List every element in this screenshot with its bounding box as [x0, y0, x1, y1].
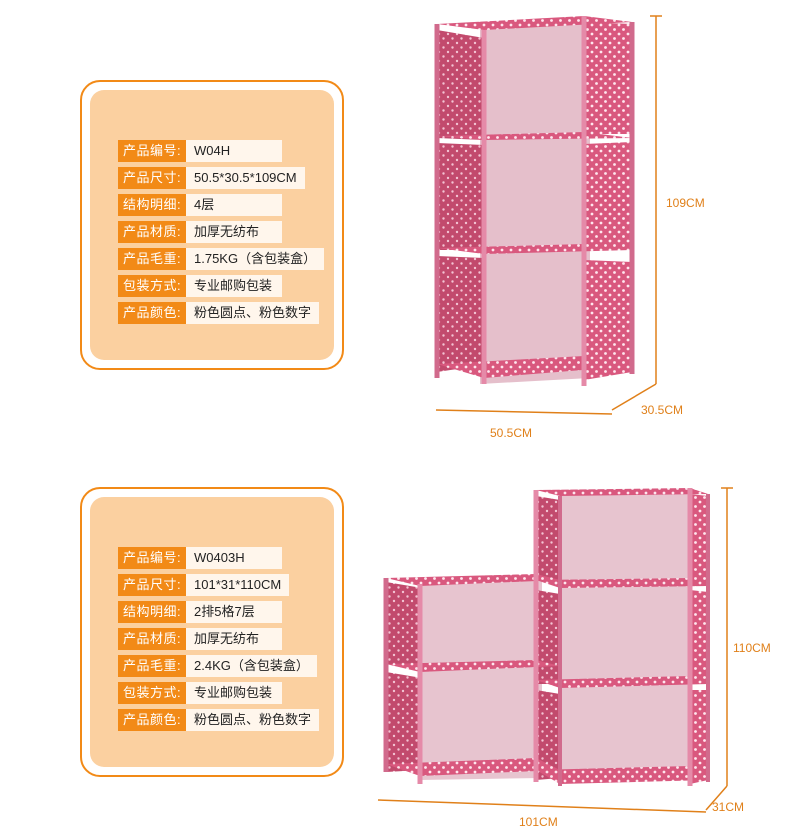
spec-row-structure: 结构明细: 2排5格7层 [118, 601, 319, 623]
spec-row-size: 产品尺寸: 50.5*30.5*109CM [118, 167, 324, 189]
shelf-illustration-w0403h [383, 488, 710, 786]
spec-row-structure: 结构明细: 4层 [118, 194, 324, 216]
spec-row-packaging: 包装方式: 专业邮购包装 [118, 682, 319, 704]
spec-label: 产品毛重: [118, 655, 186, 677]
spec-row-size: 产品尺寸: 101*31*110CM [118, 574, 319, 596]
dim-width-label: 50.5CM [490, 426, 533, 440]
spec-row-color: 产品颜色: 粉色圆点、粉色数字 [118, 709, 320, 731]
dim-height-label: 109CM [666, 196, 705, 210]
spec-row-material: 产品材质: 加厚无纺布 [118, 628, 319, 650]
spec-value: 4层 [186, 194, 282, 216]
spec-row-color: 产品颜色: 粉色圆点、粉色数字 [118, 302, 324, 324]
spec-list: 产品编号: W04H 产品尺寸: 50.5*30.5*109CM 结构明细: 4… [118, 140, 325, 329]
spec-label: 产品编号: [118, 547, 186, 569]
spec-label: 产品毛重: [118, 248, 186, 270]
spec-label: 产品尺寸: [118, 167, 186, 189]
shelf-illustration-w04h [434, 16, 635, 386]
dim-depth-label: 30.5CM [641, 403, 684, 417]
spec-card-w04h: 产品编号: W04H 产品尺寸: 50.5*30.5*109CM 结构明细: 4… [80, 80, 344, 370]
spec-list: 产品编号: W0403H 产品尺寸: 101*31*110CM 结构明细: 2排… [118, 547, 320, 736]
spec-label: 结构明细: [118, 194, 186, 216]
spec-value: W04H [186, 140, 282, 162]
spec-label: 结构明细: [118, 601, 186, 623]
spec-value: 粉色圆点、粉色数字 [186, 302, 320, 324]
spec-row-weight: 产品毛重: 1.75KG（含包装盒） [118, 248, 325, 270]
dim-height-label: 110CM [733, 641, 771, 655]
spec-value: 专业邮购包装 [186, 275, 282, 297]
spec-value: 50.5*30.5*109CM [186, 167, 305, 189]
spec-value: 1.75KG（含包装盒） [186, 248, 325, 270]
spec-value: 专业邮购包装 [186, 682, 282, 704]
dimension-lines-w04h [435, 15, 662, 415]
spec-label: 产品尺寸: [118, 574, 186, 596]
spec-label: 包装方式: [118, 275, 186, 297]
spec-row-packaging: 包装方式: 专业邮购包装 [118, 275, 324, 297]
spec-row-code: 产品编号: W04H [118, 140, 324, 162]
dimension-lines-w0403h [377, 487, 733, 813]
spec-label: 产品颜色: [118, 302, 186, 324]
spec-value: W0403H [186, 547, 282, 569]
dim-depth-label: 31CM [712, 800, 745, 814]
spec-label: 产品材质: [118, 628, 186, 650]
spec-value: 加厚无纺布 [186, 628, 282, 650]
spec-label: 产品编号: [118, 140, 186, 162]
spec-value: 101*31*110CM [186, 574, 290, 596]
dim-width-label: 101CM [519, 815, 558, 829]
spec-value: 加厚无纺布 [186, 221, 282, 243]
spec-row-code: 产品编号: W0403H [118, 547, 319, 569]
spec-label: 产品颜色: [118, 709, 186, 731]
spec-card-w0403h: 产品编号: W0403H 产品尺寸: 101*31*110CM 结构明细: 2排… [80, 487, 344, 777]
spec-value: 2.4KG（含包装盒） [186, 655, 317, 677]
spec-value: 2排5格7层 [186, 601, 282, 623]
spec-label: 包装方式: [118, 682, 186, 704]
spec-row-material: 产品材质: 加厚无纺布 [118, 221, 324, 243]
spec-label: 产品材质: [118, 221, 186, 243]
spec-value: 粉色圆点、粉色数字 [186, 709, 320, 731]
spec-row-weight: 产品毛重: 2.4KG（含包装盒） [118, 655, 319, 677]
